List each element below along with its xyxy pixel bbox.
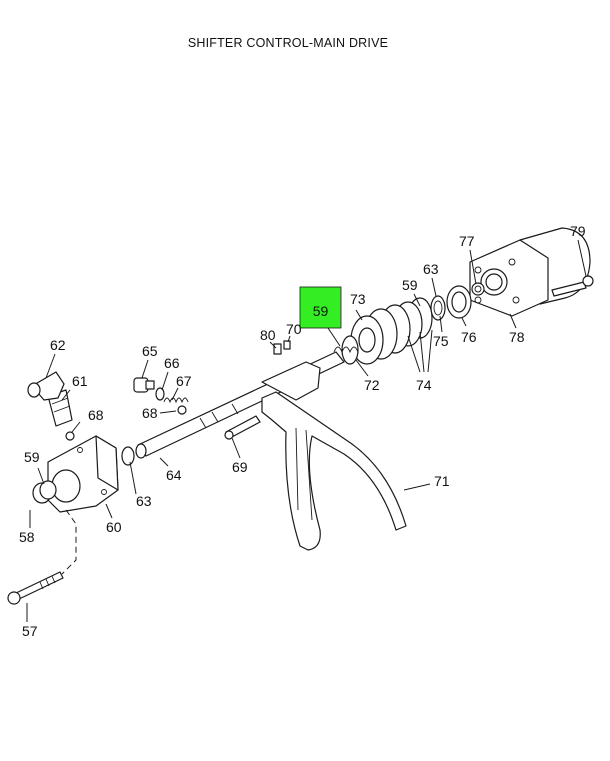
- callout-76[interactable]: 76: [461, 329, 477, 345]
- washer-66: [155, 387, 165, 401]
- o-ring-72: [341, 335, 359, 365]
- callout-77[interactable]: 77: [459, 233, 475, 249]
- shift-fork-71: [261, 361, 407, 551]
- callout-68-right[interactable]: 68: [142, 405, 158, 421]
- callout-71[interactable]: 71: [434, 473, 450, 489]
- ball-68-left: [65, 431, 75, 441]
- callout-62[interactable]: 62: [50, 337, 66, 353]
- callout-79[interactable]: 79: [570, 223, 586, 239]
- piston-58: [32, 480, 57, 504]
- callout-80[interactable]: 80: [260, 327, 276, 343]
- callout-73[interactable]: 73: [350, 291, 366, 307]
- callout-69[interactable]: 69: [232, 459, 248, 475]
- end-cover-78: [469, 227, 591, 317]
- bolt-79: [551, 275, 594, 297]
- callout-labels: 57 58 59 60 61 62 63 64 65 66 67 68 68 6…: [19, 223, 586, 639]
- callout-70[interactable]: 70: [286, 321, 302, 337]
- piston-73: [350, 297, 433, 365]
- callout-75[interactable]: 75: [433, 333, 449, 349]
- callout-59-highlight[interactable]: 59: [313, 303, 329, 319]
- callout-63-left[interactable]: 63: [136, 493, 152, 509]
- callout-65[interactable]: 65: [142, 343, 158, 359]
- ring-76: [446, 285, 472, 319]
- callout-58[interactable]: 58: [19, 529, 35, 545]
- callout-59-left[interactable]: 59: [24, 449, 40, 465]
- plug-65: [133, 377, 155, 393]
- elbow-62: [27, 371, 65, 401]
- spring-67: [163, 397, 189, 404]
- callout-74[interactable]: 74: [416, 377, 432, 393]
- callout-61[interactable]: 61: [72, 373, 88, 389]
- callout-78[interactable]: 78: [509, 329, 525, 345]
- callout-60[interactable]: 60: [106, 519, 122, 535]
- plug-70: [283, 340, 291, 350]
- highlight-box-59[interactable]: [299, 286, 342, 329]
- callout-59-right[interactable]: 59: [402, 277, 418, 293]
- leader-lines: [26, 239, 587, 622]
- callout-63-right[interactable]: 63: [423, 261, 439, 277]
- callout-68-left[interactable]: 68: [88, 407, 104, 423]
- housing-60: [47, 435, 119, 513]
- callout-64[interactable]: 64: [166, 467, 182, 483]
- washer-63-right: [430, 295, 446, 321]
- callout-57[interactable]: 57: [22, 623, 38, 639]
- screw-80: [273, 343, 282, 355]
- callout-66[interactable]: 66: [164, 355, 180, 371]
- diagram-title: SHIFTER CONTROL-MAIN DRIVE: [187, 36, 389, 50]
- callout-67[interactable]: 67: [176, 373, 192, 389]
- part-77: [471, 282, 485, 296]
- bolt-57: [7, 571, 64, 605]
- spring-59-hl: [333, 346, 359, 354]
- ball-68-right: [177, 405, 187, 415]
- bolt-69: [224, 415, 261, 440]
- washer-63-left: [121, 446, 135, 466]
- callout-72[interactable]: 72: [364, 377, 380, 393]
